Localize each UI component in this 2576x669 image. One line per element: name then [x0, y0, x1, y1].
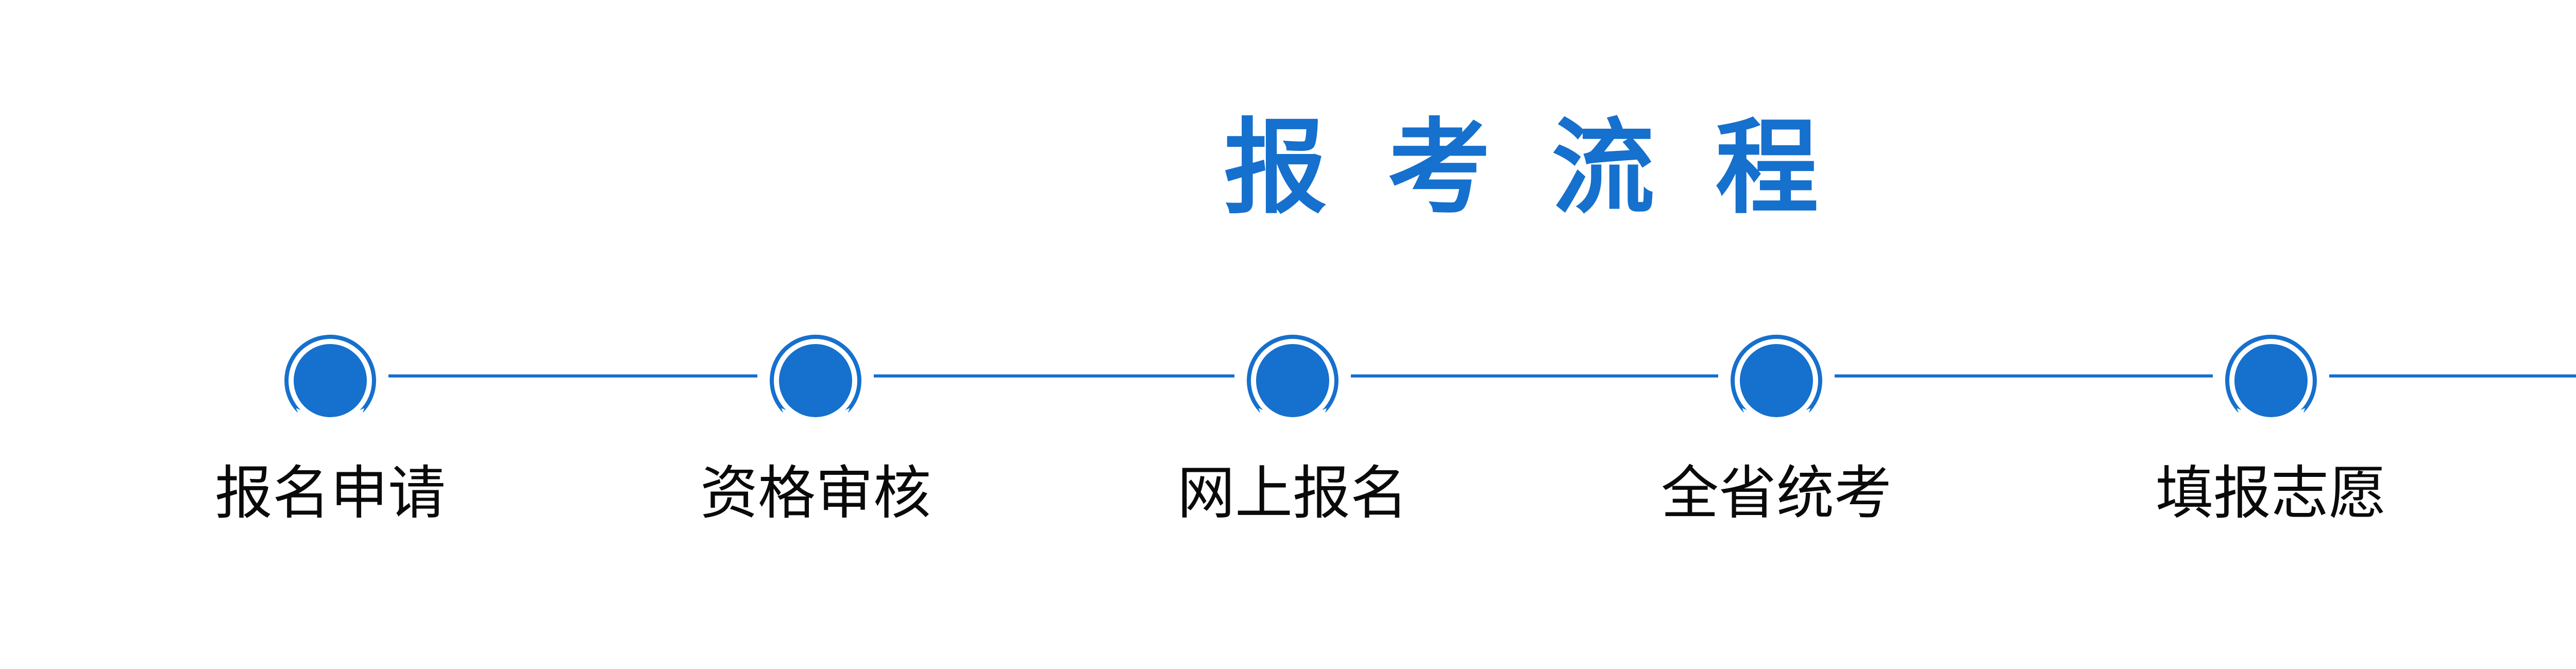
connector-line [1835, 374, 2213, 378]
node-dot [294, 344, 367, 417]
node-ring [284, 334, 376, 413]
node-dot [1256, 344, 1329, 417]
flow-node-circle [1731, 334, 1822, 417]
node-ring [1731, 334, 1822, 413]
node-ring [770, 334, 861, 413]
node-dot [779, 344, 852, 417]
node-label: 报名申请 [215, 461, 446, 525]
node-label: 填报志愿 [2156, 461, 2386, 525]
page-title: 报考流程 [1224, 111, 1879, 226]
connector-line [2329, 374, 2576, 378]
node-label: 全省统考 [1661, 461, 1892, 525]
node-dot [2234, 344, 2308, 417]
connector-line [388, 374, 757, 378]
flow-node-circle [1247, 334, 1338, 417]
flow-node-circle [2225, 334, 2317, 417]
node-label: 资格审核 [700, 461, 931, 525]
node-label: 网上报名 [1177, 461, 1408, 525]
connector-line [1351, 374, 1718, 378]
node-ring [2225, 334, 2317, 413]
flow-node-circle [770, 334, 861, 417]
node-ring [1247, 334, 1338, 413]
node-label: 录取 [2566, 461, 2576, 525]
flow-node-circle [284, 334, 376, 417]
connector-line [874, 374, 1234, 378]
node-dot [1740, 344, 1813, 417]
